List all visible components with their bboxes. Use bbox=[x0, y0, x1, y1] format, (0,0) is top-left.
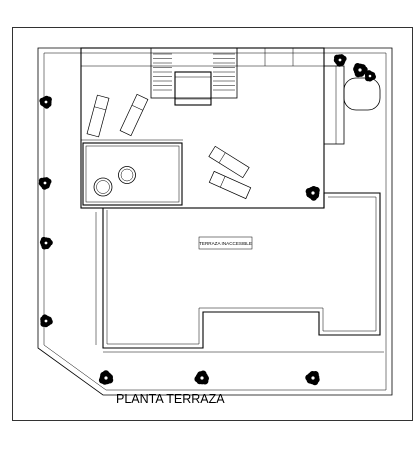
tree-icon bbox=[98, 370, 114, 385]
lounge-chair-icon bbox=[208, 170, 252, 200]
side-balcony bbox=[323, 65, 381, 145]
site-boundary bbox=[37, 47, 393, 396]
tree-icon bbox=[353, 63, 368, 78]
tree-icon bbox=[38, 177, 52, 190]
trees bbox=[38, 54, 376, 386]
tree-icon bbox=[364, 70, 376, 82]
tree-icon bbox=[40, 314, 53, 328]
inaccessible-terrace: TERRAZA INACCESIBLE bbox=[95, 192, 384, 353]
tree-icon bbox=[39, 95, 52, 109]
tree-icon bbox=[333, 54, 347, 67]
stair bbox=[150, 47, 238, 106]
area-label: TERRAZA INACCESIBLE bbox=[199, 241, 252, 246]
lounge-chair-icon bbox=[86, 94, 110, 138]
jacuzzi-icon bbox=[93, 166, 136, 197]
tree-icon bbox=[305, 371, 320, 386]
sheet-border bbox=[12, 27, 413, 421]
pool bbox=[81, 139, 183, 206]
plan-title: PLANTA TERRAZA bbox=[116, 392, 225, 406]
lounge-chair-icon bbox=[119, 93, 149, 137]
tree-icon bbox=[39, 236, 53, 250]
tree-icon bbox=[194, 370, 210, 385]
tree-icon bbox=[305, 186, 320, 201]
lounge-chair-icon bbox=[208, 145, 250, 179]
